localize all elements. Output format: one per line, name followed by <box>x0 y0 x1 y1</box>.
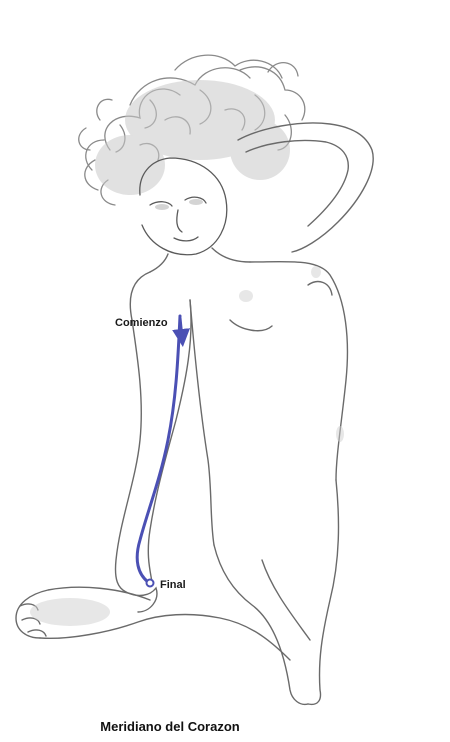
face-shading <box>155 199 203 210</box>
foot-shading <box>30 598 110 626</box>
heart-meridian-path <box>137 316 180 582</box>
start-arrow-icon <box>180 318 182 338</box>
torso-shading <box>239 266 344 442</box>
start-label: Comienzo <box>115 317 168 329</box>
leg-sketch <box>214 480 338 704</box>
diagram-caption: Meridiano del Corazon <box>0 719 340 734</box>
torso-sketch <box>190 262 347 545</box>
hair-shading <box>95 80 290 195</box>
end-label: Final <box>160 579 186 591</box>
end-point-marker <box>147 580 154 587</box>
